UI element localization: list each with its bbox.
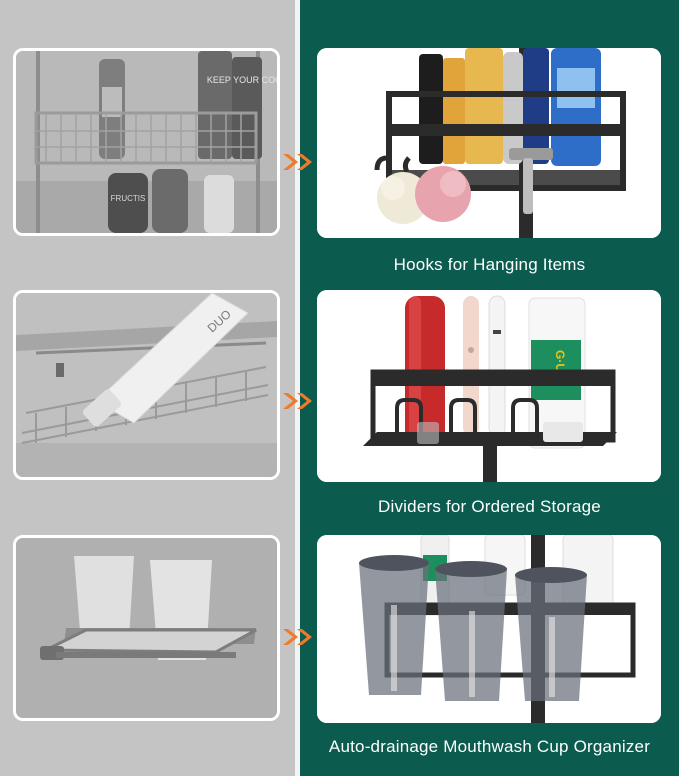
arrow-row3-icon — [281, 627, 315, 647]
old-cup-holder-photo — [13, 535, 280, 721]
dividers-holder-photo: G·U·M — [317, 290, 661, 482]
caption-cup-organizer: Auto-drainage Mouthwash Cup Organizer — [328, 737, 651, 756]
arrow-row1-icon — [281, 152, 315, 172]
old-wire-shelf-photo: KEEP YOUR COOL FRUCTIS — [13, 48, 280, 236]
bottle-label-fructis: FRUCTIS — [111, 194, 146, 203]
cup-organizer-photo — [317, 535, 661, 723]
bottle-label-keep: KEEP YOUR COOL — [207, 75, 277, 85]
center-divider — [295, 0, 300, 776]
arrow-row2-icon — [281, 391, 315, 411]
caption-hooks: Hooks for Hanging Items — [393, 255, 586, 274]
caption-dividers: Dividers for Ordered Storage — [378, 497, 601, 516]
hooks-rack-photo — [317, 48, 661, 238]
old-tube-shelf-photo: DUO — [13, 290, 280, 480]
